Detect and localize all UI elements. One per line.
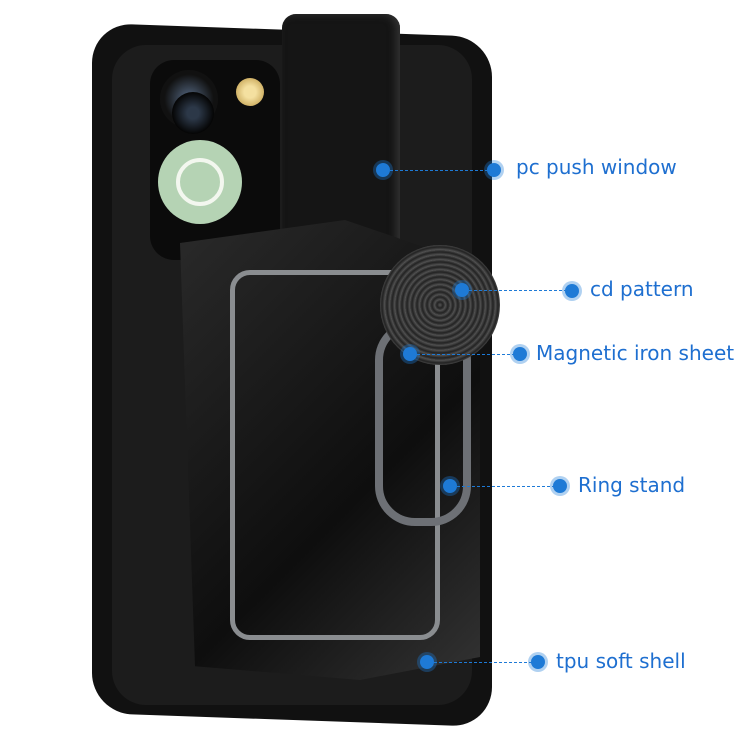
callout-label-pc-push-window: pc push window	[516, 155, 677, 179]
callout-dot	[455, 283, 469, 297]
callout-label-cd-pattern: cd pattern	[590, 277, 694, 301]
callout-label-tpu-soft-shell: tpu soft shell	[556, 649, 686, 673]
callout-dot	[553, 479, 567, 493]
callout-dot	[376, 163, 390, 177]
callout-dot	[513, 347, 527, 361]
callout-line	[434, 662, 532, 663]
push-window-slider	[282, 14, 400, 254]
callout-dot	[403, 347, 417, 361]
callout-dot	[531, 655, 545, 669]
callout-label-magnetic-iron-sheet: Magnetic iron sheet	[536, 341, 735, 365]
callout-dot	[565, 284, 579, 298]
camera-flash	[236, 78, 264, 106]
callout-line	[457, 486, 555, 487]
callout-line	[417, 354, 515, 355]
silver-trim	[230, 270, 440, 640]
aura-light	[158, 140, 242, 224]
callout-dot	[420, 655, 434, 669]
callout-dot	[487, 163, 501, 177]
cd-pattern-disc	[380, 245, 500, 365]
callout-line	[469, 290, 567, 291]
callout-line	[390, 170, 488, 171]
callout-dot	[443, 479, 457, 493]
callout-label-ring-stand: Ring stand	[578, 473, 686, 497]
camera-lens-secondary	[172, 92, 214, 134]
